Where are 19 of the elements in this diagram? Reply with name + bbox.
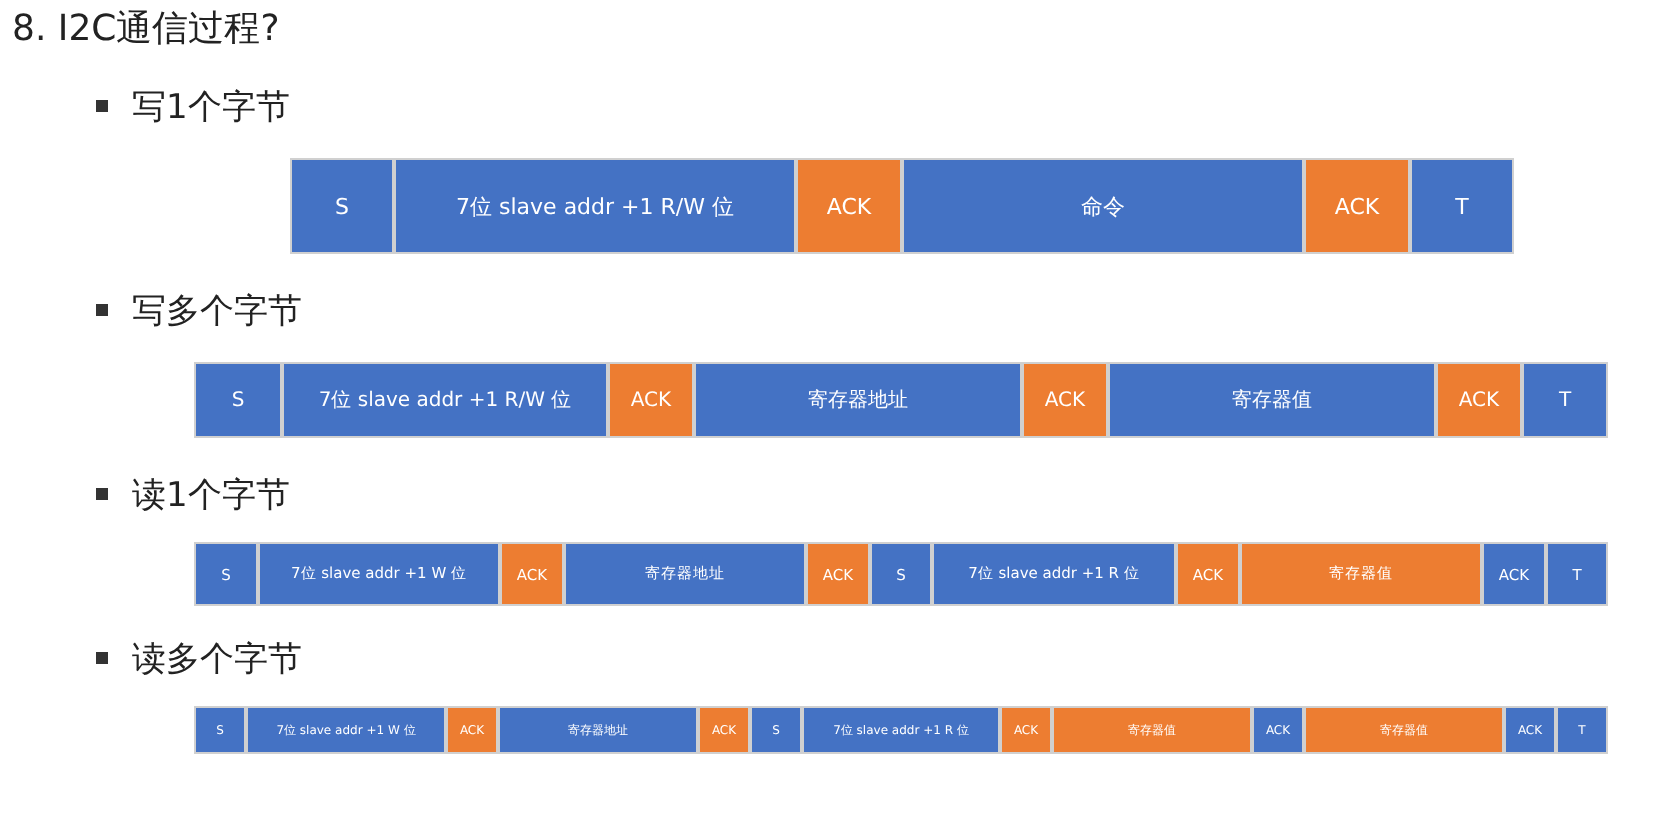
- frame-field: 命令: [902, 158, 1304, 254]
- frame-field: S: [194, 362, 282, 438]
- section-heading: 写多个字节: [132, 290, 302, 334]
- frame-field: T: [1522, 362, 1608, 438]
- heading: 8. I2C通信过程?: [12, 6, 280, 52]
- frame-field: 7位 slave addr +1 R/W 位: [394, 158, 796, 254]
- frame-field: 寄存器值: [1108, 362, 1436, 438]
- frame-field: ACK: [1304, 158, 1410, 254]
- frame-field: ACK: [796, 158, 902, 254]
- section-heading: 写1个字节: [132, 86, 290, 130]
- frame-field: ACK: [608, 362, 694, 438]
- frame-field: ACK: [1022, 362, 1108, 438]
- section-heading: 读多个字节: [132, 638, 302, 682]
- frame-field: ACK: [1436, 362, 1522, 438]
- frame-field: S: [290, 158, 394, 254]
- section-heading: 读1个字节: [132, 474, 290, 518]
- frame-field: 寄存器地址: [694, 362, 1022, 438]
- frame-field: 7位 slave addr +1 R/W 位: [282, 362, 608, 438]
- frame-field: T: [1410, 158, 1514, 254]
